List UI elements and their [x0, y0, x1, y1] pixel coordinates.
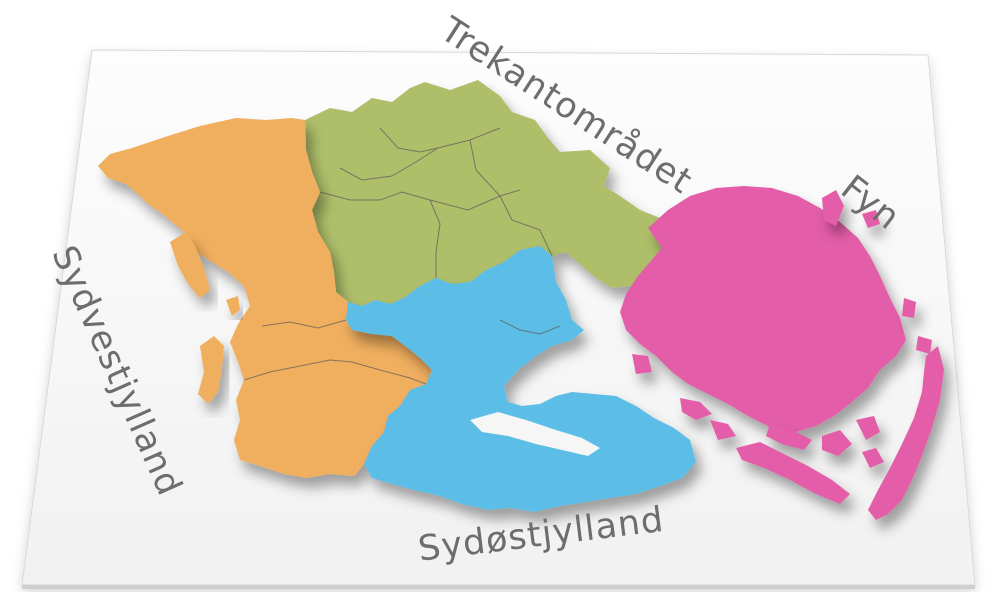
trekant-internal-borders [319, 127, 553, 278]
region-fyn[interactable] [620, 186, 906, 432]
region-sydvest-island-1 [170, 232, 210, 298]
region-trekant[interactable] [305, 80, 672, 306]
sydost-internal-borders [351, 319, 561, 385]
region-sydvest[interactable] [98, 118, 432, 478]
region-sydost[interactable] [346, 246, 696, 512]
sydost-fjord [470, 412, 600, 456]
sydvest-internal-borders [243, 319, 353, 381]
region-sydvest-island-3 [226, 296, 240, 316]
region-sydvest-island-2 [198, 336, 224, 404]
map-board-front-edge [22, 585, 975, 589]
fyn-islands [632, 190, 944, 520]
